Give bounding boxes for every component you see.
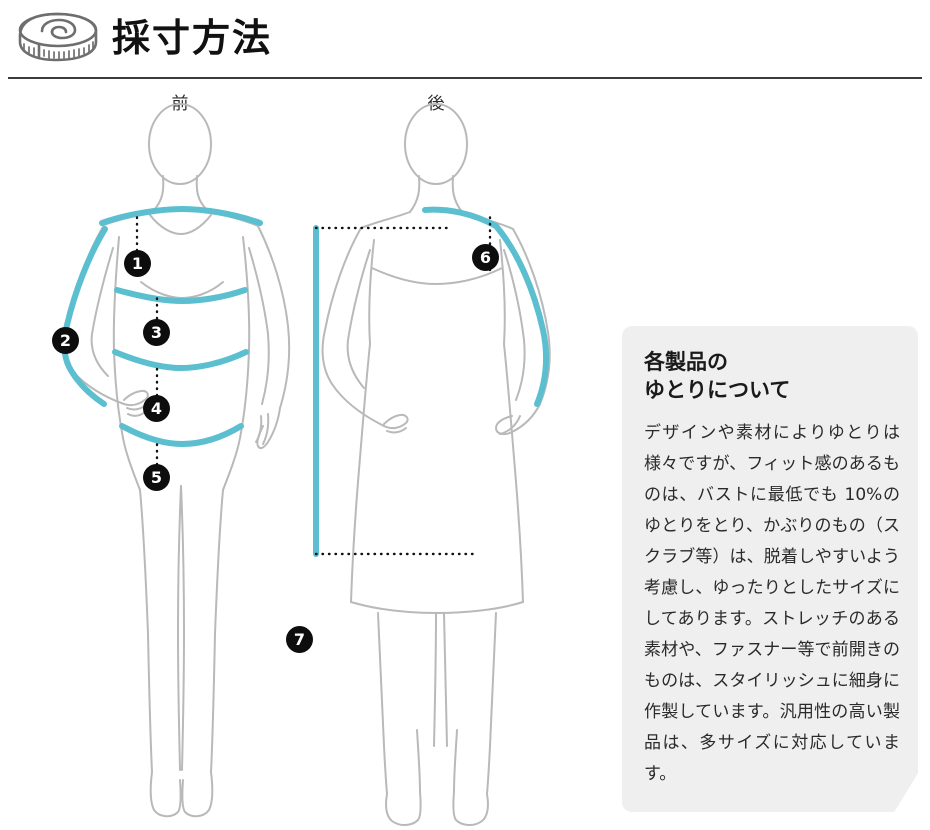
measure-line-bust [114, 287, 248, 304]
marker-4: 4 [143, 395, 170, 422]
measuring-tape-icon [12, 8, 108, 66]
marker-3: 3 [143, 319, 170, 346]
marker-7: 7 [286, 626, 313, 653]
ease-info-body: デザインや素材によりゆとりは様々ですが、フィット感のあるものは、バストに最低でも… [644, 423, 900, 784]
measure-line-waist [112, 349, 249, 371]
marker-5: 5 [143, 464, 170, 491]
measure-line-shoulder [99, 206, 263, 226]
page-header: 採寸方法 [0, 0, 930, 79]
ease-info-title: 各製品の ゆとりについて [644, 350, 791, 402]
marker-6: 6 [472, 244, 499, 271]
back-body-figure [313, 103, 551, 826]
header-divider [8, 77, 922, 79]
measure-line-back-sleeve [422, 206, 550, 407]
marker-1: 1 [124, 250, 151, 277]
marker-2: 2 [52, 327, 79, 354]
figure-area: 前 後 [0, 82, 615, 830]
measure-line-sleeve [61, 226, 108, 407]
ease-info-panel: 各製品の ゆとりについて デザインや素材によりゆとりは様々ですが、フィット感のあ… [622, 326, 918, 812]
page-title: 採寸方法 [112, 16, 273, 60]
measure-line-hip [119, 423, 244, 447]
